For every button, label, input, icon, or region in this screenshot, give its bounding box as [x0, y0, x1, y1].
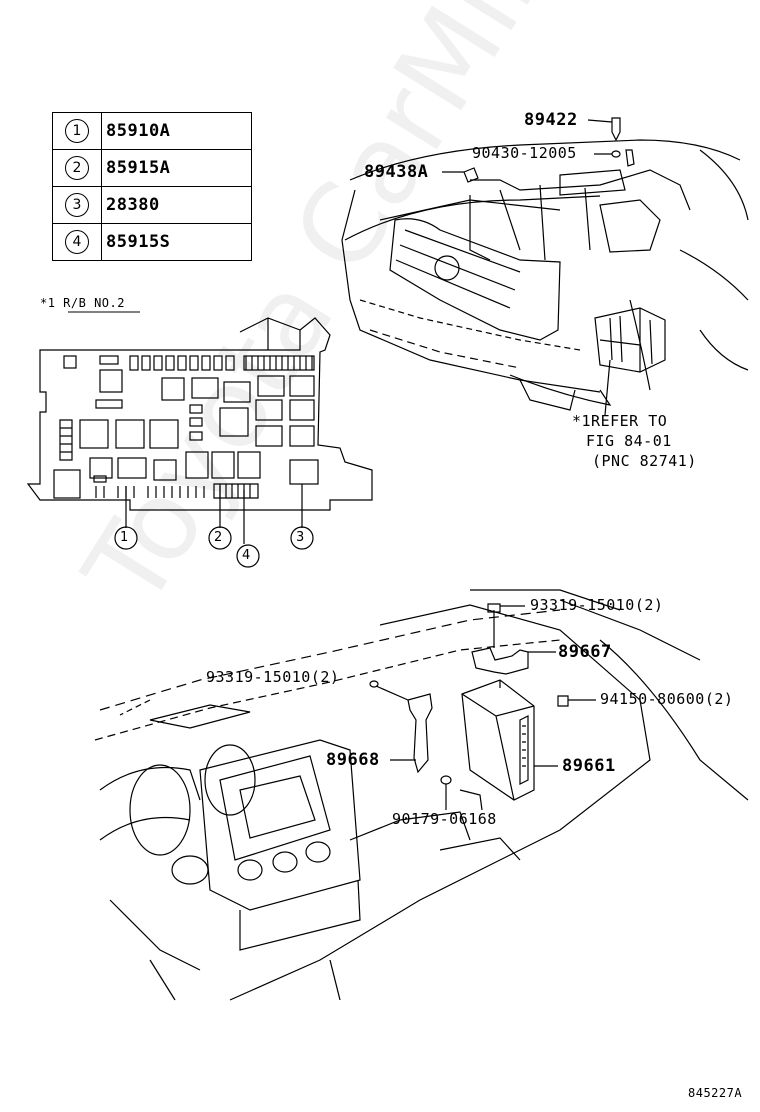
legend-part-number: 85910A — [101, 112, 252, 150]
part-label-89438a: 89438A — [364, 162, 429, 182]
relay-block-drawing — [26, 317, 373, 568]
legend-part-number: 85915S — [101, 223, 252, 261]
legend-row: 2 85915A — [52, 149, 252, 187]
fuse-row-top — [129, 355, 315, 371]
refer-note-line2: FIG 84-01 — [586, 432, 672, 450]
part-label-93319-15010-top: 93319-15010(2) — [530, 596, 664, 614]
part-label-89661: 89661 — [562, 756, 616, 776]
legend-part-number: 28380 — [101, 186, 252, 224]
part-label-89667: 89667 — [558, 642, 612, 662]
parts-legend-table: 1 85910A 2 85915A 3 28380 4 85915S — [52, 112, 252, 261]
legend-row: 1 85910A — [52, 112, 252, 150]
legend-part-number: 85915A — [101, 149, 252, 187]
part-label-89422: 89422 — [524, 110, 578, 130]
part-label-89668: 89668 — [326, 750, 380, 770]
legend-number: 3 — [65, 193, 89, 217]
legend-row: 4 85915S — [52, 223, 252, 261]
part-label-94150-80600: 94150-80600(2) — [600, 690, 734, 708]
legend-row: 3 28380 — [52, 186, 252, 224]
vehicle-front-drawing — [341, 117, 749, 416]
fuse-row-bottom — [95, 483, 259, 499]
legend-number: 1 — [65, 119, 89, 143]
relay-block-note: *1 R/B NO.2 — [40, 296, 125, 310]
part-label-93319-15010-left: 93319-15010(2) — [206, 668, 340, 686]
callout-2: 2 — [214, 530, 223, 545]
callout-1: 1 — [120, 530, 129, 545]
callout-3: 3 — [296, 530, 305, 545]
refer-note-line3: (PNC 82741) — [592, 452, 697, 470]
callout-4: 4 — [242, 548, 251, 563]
refer-note-line1: *1REFER TO — [572, 412, 668, 430]
part-label-90179-06168: 90179-06168 — [392, 810, 497, 828]
dashboard-drawing — [94, 589, 749, 1001]
legend-number: 4 — [65, 230, 89, 254]
legend-number: 2 — [65, 156, 89, 180]
diagram-id: 845227A — [688, 1086, 743, 1100]
part-label-90430-12005: 90430-12005 — [472, 144, 577, 162]
